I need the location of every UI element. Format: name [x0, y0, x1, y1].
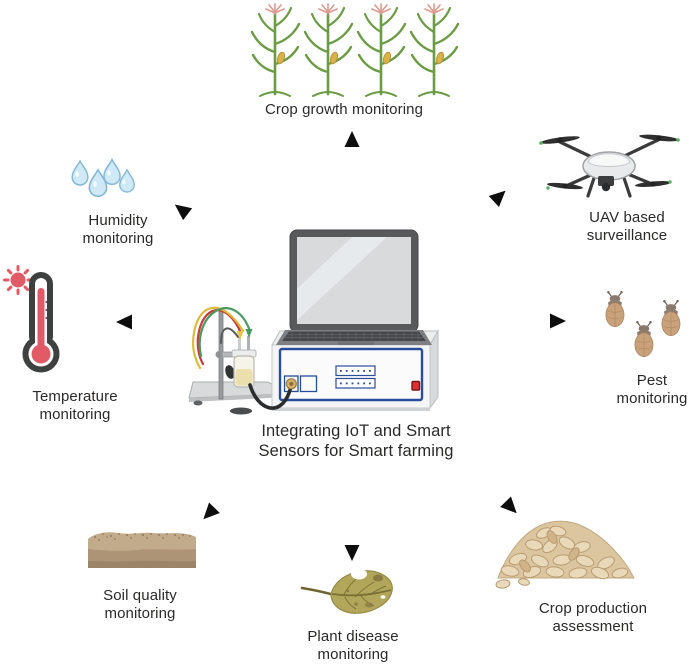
- corn-plants-icon: [250, 2, 460, 98]
- label-humidity: Humidity monitoring: [82, 212, 154, 247]
- drone-icon: [539, 134, 680, 198]
- thermometer-body: [22, 272, 60, 373]
- grain-pile-icon: [495, 520, 635, 589]
- pest-beetles-icon: [605, 290, 681, 358]
- laptop: [276, 229, 432, 345]
- center-title: Integrating IoT and Smart Sensors for Sm…: [258, 422, 454, 461]
- arrow-to-crop-growth-icon: [344, 131, 360, 178]
- arrow-to-soil-icon: [203, 483, 238, 520]
- electrochemical-cell: [225, 329, 257, 388]
- trackpad: [338, 341, 374, 345]
- thermometer-sun-icon: [3, 265, 60, 373]
- label-soil: Soil quality monitoring: [103, 587, 177, 622]
- arrow-to-temperature-icon: [116, 314, 163, 330]
- arrow-to-crop-production-icon: [482, 477, 517, 514]
- arrow-to-uav-icon: [469, 190, 506, 225]
- label-pest: Pest monitoring: [616, 372, 688, 407]
- sensor-instrument: [271, 329, 439, 411]
- label-crop-growth: Crop growth monitoring: [264, 101, 424, 118]
- arrow-to-humidity-icon: [174, 204, 215, 236]
- label-uav: UAV based surveillance: [586, 209, 668, 244]
- power-button: [411, 380, 421, 391]
- label-temperature: Temperature monitoring: [32, 388, 118, 423]
- label-plant-disease: Plant disease monitoring: [307, 628, 399, 663]
- iot-sensor-setup-icon: [188, 229, 439, 415]
- sensor-cable: [248, 378, 297, 410]
- label-crop-production: Crop production assessment: [538, 600, 648, 635]
- diseased-leaf-icon: [300, 568, 393, 614]
- sun-icon: [3, 265, 33, 295]
- arrow-to-pest-icon: [519, 313, 566, 329]
- soil-icon: [88, 532, 196, 568]
- sensor-wires: [191, 306, 252, 370]
- arrow-to-plant-disease-icon: [344, 514, 360, 561]
- water-drops-icon: [71, 158, 135, 198]
